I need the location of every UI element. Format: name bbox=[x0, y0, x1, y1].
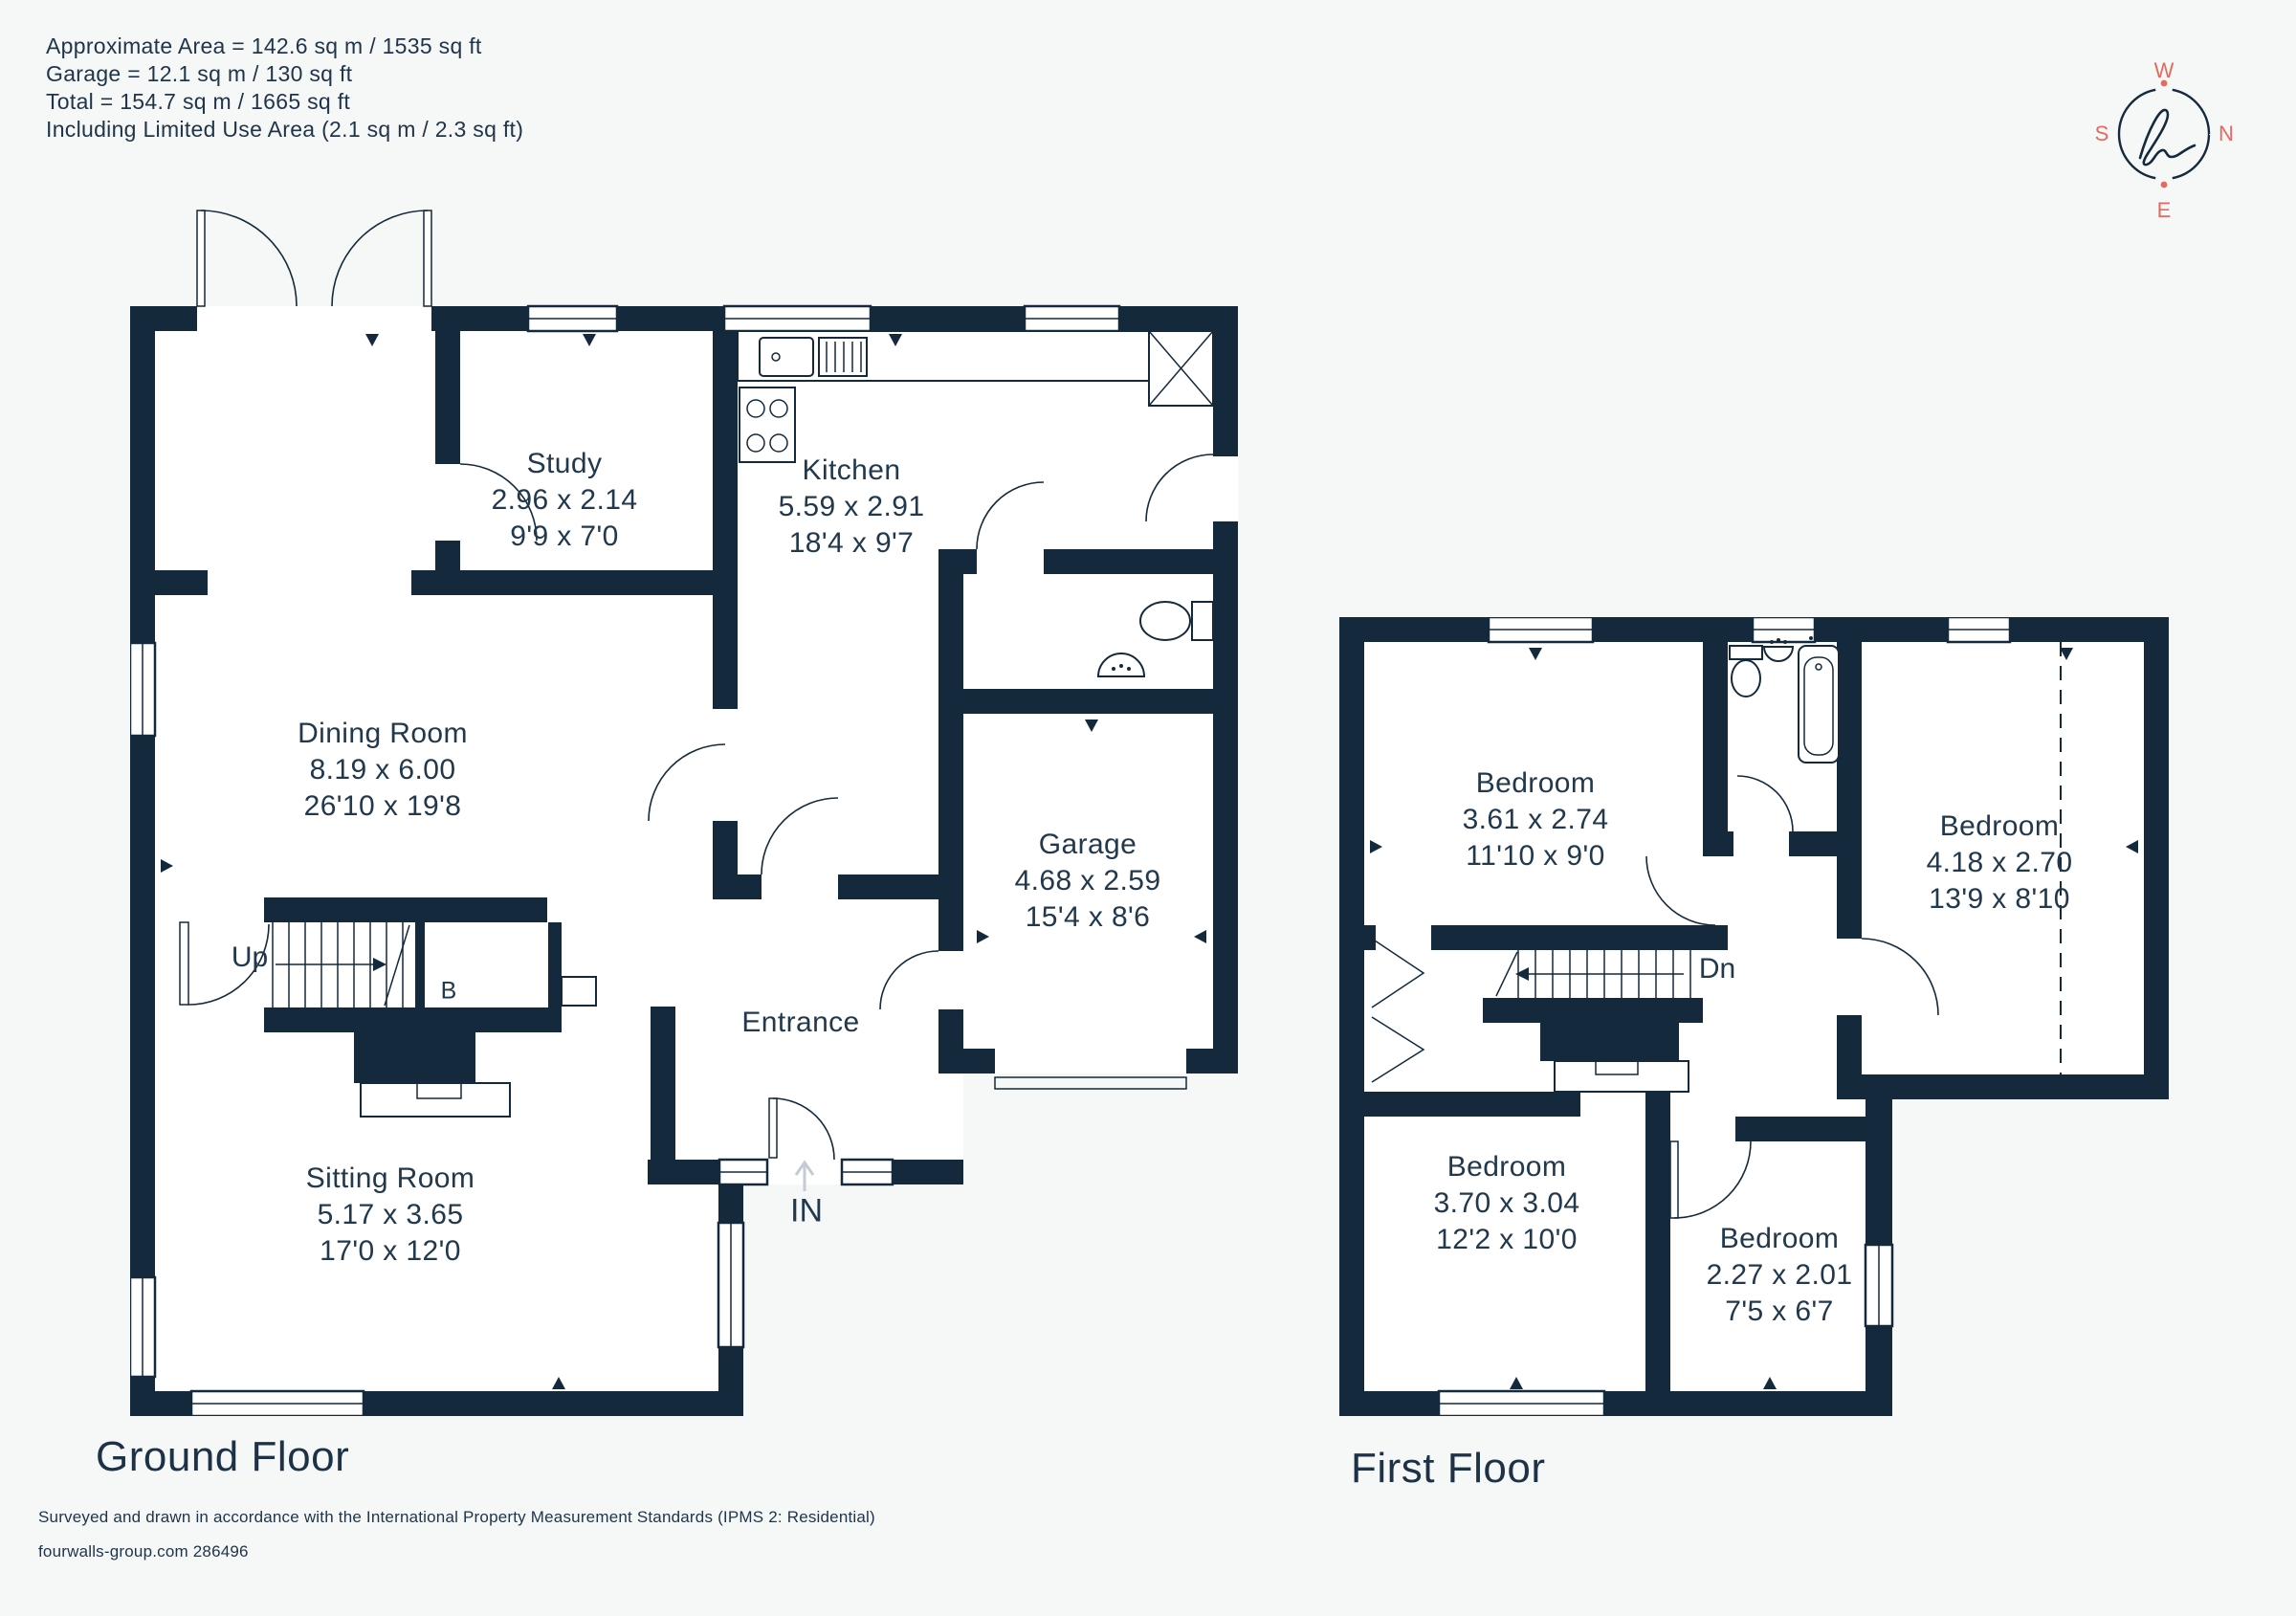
ground-floor-title: Ground Floor bbox=[96, 1433, 350, 1480]
first-windows bbox=[1437, 617, 2012, 1416]
bathroom-door-arc bbox=[1736, 775, 1794, 832]
entry-arrow-icon bbox=[794, 1160, 815, 1191]
stairs-down-label: Dn bbox=[1698, 953, 1736, 985]
room-label-garage: Garage 4.68 x 2.59 15'4 x 8'6 bbox=[1014, 829, 1161, 933]
kitchen-counter bbox=[737, 330, 1214, 407]
total-area-line: Total = 154.7 sq m / 1665 sq ft bbox=[46, 89, 351, 114]
room-label-dining: Dining Room 8.19 x 6.00 26'10 x 19'8 bbox=[298, 718, 468, 822]
entry-in-label: IN bbox=[790, 1192, 823, 1229]
garage-door-arc bbox=[879, 950, 939, 1010]
bedroom2-door-arc bbox=[1861, 938, 1939, 1016]
area-summary: Approximate Area = 142.6 sq m / 1535 sq … bbox=[46, 33, 523, 144]
ground-doors bbox=[179, 210, 1214, 1161]
cupboard-doors-icon bbox=[1371, 1016, 1425, 1083]
cupboard-doors-icon bbox=[1371, 938, 1425, 1008]
down-arrow-icon bbox=[1515, 967, 1529, 981]
room-label-study: Study 2.96 x 2.14 9'9 x 7'0 bbox=[491, 448, 638, 552]
compass-dot-bottom bbox=[2160, 181, 2168, 188]
first-floor-title: First Floor bbox=[1351, 1445, 1546, 1492]
room-label-bedroom2: Bedroom 4.18 x 2.70 13'9 x 8'10 bbox=[1926, 810, 2073, 915]
compass-east-label: E bbox=[2157, 198, 2172, 222]
front-door-leaf bbox=[768, 1097, 778, 1159]
brand-h-icon bbox=[2138, 108, 2197, 166]
room-label-bedroom1: Bedroom 3.61 x 2.74 11'10 x 9'0 bbox=[1462, 767, 1609, 872]
toilet-cistern-icon bbox=[1191, 601, 1214, 641]
compass-dot-top bbox=[2160, 79, 2168, 87]
dining-kitchen-door-arc bbox=[648, 743, 726, 822]
toilet-icon bbox=[1139, 601, 1191, 641]
first-stairs bbox=[1495, 950, 1691, 998]
compass-rose: W E S N bbox=[2095, 58, 2234, 222]
back-door-arc bbox=[1145, 454, 1214, 522]
boiler-label: B bbox=[440, 977, 457, 1005]
toilet-icon bbox=[1731, 659, 1761, 697]
compass-north-label: N bbox=[2219, 122, 2234, 145]
ground-stairs bbox=[272, 922, 410, 1007]
fireplace-hearth bbox=[360, 1082, 511, 1118]
room-label-bedroom4: Bedroom 2.27 x 2.01 7'5 x 6'7 bbox=[1706, 1223, 1853, 1327]
chimney-hearth bbox=[1554, 1060, 1689, 1093]
room-label-sitting: Sitting Room 5.17 x 3.65 17'0 x 12'0 bbox=[305, 1162, 475, 1267]
boiler-cupboard bbox=[561, 976, 597, 1007]
sitting-door-arc bbox=[188, 923, 270, 1006]
basin-icon bbox=[1762, 646, 1795, 662]
limited-use-line: Including Limited Use Area (2.1 sq m / 2… bbox=[46, 117, 524, 142]
fourwalls-reference: fourwalls-group.com 286496 bbox=[38, 1542, 249, 1561]
first-floor-plan bbox=[1339, 617, 2169, 1416]
ground-floor-plan bbox=[130, 210, 1238, 1416]
compass-circle bbox=[2117, 87, 2211, 181]
sink-icon bbox=[759, 337, 814, 377]
room-label-kitchen: Kitchen 5.59 x 2.91 18'4 x 9'7 bbox=[778, 454, 925, 559]
ground-windows bbox=[130, 304, 1121, 1416]
hall-kitchen-door-arc bbox=[761, 797, 839, 875]
first-walls bbox=[1339, 617, 2169, 1416]
ground-walls bbox=[130, 306, 1238, 1416]
toilet-cistern-icon bbox=[1729, 645, 1763, 660]
hob-icon bbox=[739, 387, 796, 463]
stairs-up-label: Up bbox=[231, 941, 269, 973]
bathroom-fixtures bbox=[1729, 634, 1840, 764]
compass-south-label: S bbox=[2095, 122, 2109, 145]
front-door-arc bbox=[772, 1097, 835, 1161]
bedroom4-door-leaf bbox=[1669, 1140, 1679, 1219]
sitting-door-leaf bbox=[179, 921, 189, 1006]
ipms-disclaimer: Surveyed and drawn in accordance with th… bbox=[38, 1508, 875, 1526]
garage-area-line: Garage = 12.1 sq m / 130 sq ft bbox=[46, 61, 353, 86]
compass-west-label: W bbox=[2154, 58, 2175, 82]
wc-fixtures bbox=[1096, 601, 1214, 677]
patio-door-leaf-right bbox=[423, 210, 432, 307]
bathtub-icon bbox=[1798, 645, 1840, 764]
wall-markers bbox=[1370, 648, 2138, 1389]
room-label-entrance: Entrance bbox=[741, 1007, 860, 1038]
up-arrow-icon bbox=[373, 958, 386, 971]
bedroom4-door-arc bbox=[1673, 1140, 1752, 1219]
study-door-arc bbox=[459, 463, 538, 542]
wc-door-arc bbox=[976, 481, 1045, 550]
wall-markers bbox=[161, 334, 1206, 1389]
patio-door-leaf-left bbox=[196, 210, 206, 307]
approximate-area-line: Approximate Area = 142.6 sq m / 1535 sq … bbox=[46, 33, 482, 58]
garage-up-and-over-door bbox=[994, 1076, 1187, 1090]
bedroom1-door-arc bbox=[1645, 855, 1716, 926]
room-label-bedroom3: Bedroom 3.70 x 3.04 12'2 x 10'0 bbox=[1433, 1151, 1580, 1255]
